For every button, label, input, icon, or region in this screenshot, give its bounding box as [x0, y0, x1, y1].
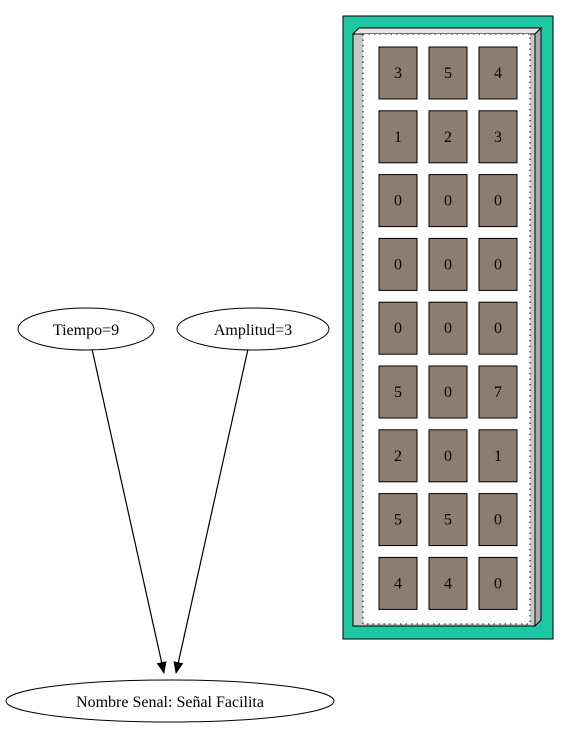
matrix-cell: 0: [478, 237, 518, 291]
matrix-cell-value: 7: [494, 384, 502, 401]
matrix-cell-box: [478, 556, 518, 610]
matrix-cells: 3 5 4 1 2 3 0 0 0 0 0 0 0 0 0 5 0 7 2 0 1 5 5 0 4 4 0: [378, 46, 518, 610]
matrix-cell-value: 5: [394, 384, 402, 401]
matrix-cell-value: 0: [444, 384, 452, 401]
node-tiempo: Tiempo=9: [17, 307, 155, 351]
matrix-cell: 0: [428, 237, 468, 291]
matrix-cell-value: 5: [444, 512, 452, 529]
matrix-cell-value: 0: [394, 320, 402, 337]
matrix-cell: 2: [428, 110, 468, 164]
matrix-cell-box: [378, 429, 418, 483]
matrix-cell: 5: [428, 493, 468, 547]
node-nombre-senal: Nombre Senal: Señal Facilita: [5, 679, 335, 723]
matrix-cell-value: 3: [494, 129, 502, 146]
edge-amplitud-to-nombre: [173, 348, 249, 674]
matrix-cell-value: 2: [394, 448, 402, 465]
matrix-cell: 0: [428, 301, 468, 355]
matrix-cell-value: 4: [394, 575, 402, 592]
matrix-node: 3 5 4 1 2 3 0 0 0 0 0 0 0 0 0 5 0 7 2 0 1 5 5 0 4 4 0: [342, 15, 554, 640]
matrix-cell-box: [428, 174, 468, 228]
matrix-cell: 3: [478, 110, 518, 164]
matrix-panel-top: [351, 27, 543, 35]
matrix-cell-value: 0: [494, 193, 502, 210]
matrix-cell-value: 1: [394, 129, 402, 146]
matrix-cell-box: [428, 46, 468, 100]
matrix-cell-value: 0: [494, 256, 502, 273]
matrix-cell-value: 0: [444, 448, 452, 465]
matrix-cell-value: 3: [394, 65, 402, 82]
matrix-cell-value: 0: [494, 512, 502, 529]
matrix-cell: 4: [428, 556, 468, 610]
matrix-cell-value: 4: [444, 575, 452, 592]
matrix-panel-side: [534, 26, 542, 628]
matrix-cell: 5: [378, 493, 418, 547]
matrix-cell: 0: [378, 174, 418, 228]
matrix-cell: 1: [478, 429, 518, 483]
matrix-cell: 0: [478, 301, 518, 355]
matrix-cell: 7: [478, 365, 518, 419]
matrix-cell: 0: [428, 365, 468, 419]
matrix-cell-box: [428, 556, 468, 610]
matrix-cell: 0: [478, 174, 518, 228]
matrix-cell-value: 0: [444, 193, 452, 210]
matrix-cell-box: [428, 365, 468, 419]
matrix-cell-box: [428, 110, 468, 164]
matrix-cell: 4: [478, 46, 518, 100]
matrix-cell-value: 0: [444, 256, 452, 273]
matrix-cell-value: 0: [494, 320, 502, 337]
edge-tiempo-to-nombre: [91, 348, 167, 674]
matrix-cell: 5: [428, 46, 468, 100]
matrix-cell-box: [428, 237, 468, 291]
matrix-cell-value: 4: [494, 65, 502, 82]
matrix-cell-box: [428, 429, 468, 483]
matrix-cell-box: [378, 365, 418, 419]
matrix-cell-box: [378, 493, 418, 547]
matrix-cell: 0: [378, 237, 418, 291]
matrix-cell-box: [378, 174, 418, 228]
matrix-cell-box: [478, 174, 518, 228]
matrix-cell-box: [378, 110, 418, 164]
matrix-cell-box: [428, 301, 468, 355]
node-amplitud-label: Amplitud=3: [214, 322, 292, 339]
matrix-cell-box: [378, 46, 418, 100]
matrix-cell-box: [478, 46, 518, 100]
node-nombre-senal-label: Nombre Senal: Señal Facilita: [76, 694, 264, 711]
matrix-cell-value: 5: [394, 512, 402, 529]
matrix-cell-value: 0: [494, 575, 502, 592]
matrix-cell-value: 0: [444, 320, 452, 337]
matrix-cell: 0: [378, 301, 418, 355]
matrix-cell: 0: [428, 429, 468, 483]
matrix-cell-box: [478, 493, 518, 547]
matrix-cell: 0: [428, 174, 468, 228]
matrix-cell: 1: [378, 110, 418, 164]
matrix-cell-box: [478, 365, 518, 419]
node-tiempo-label: Tiempo=9: [53, 322, 119, 339]
matrix-cell-value: 0: [394, 193, 402, 210]
matrix-cell-box: [478, 429, 518, 483]
matrix-cell-value: 0: [394, 256, 402, 273]
matrix-cell: 3: [378, 46, 418, 100]
matrix-cell: 4: [378, 556, 418, 610]
matrix-cell: 5: [378, 365, 418, 419]
matrix-cell-box: [478, 237, 518, 291]
matrix-cell-value: 5: [444, 65, 452, 82]
node-amplitud: Amplitud=3: [176, 307, 330, 351]
matrix-cell-box: [378, 237, 418, 291]
matrix-cell-value: 1: [494, 448, 502, 465]
matrix-cell-box: [428, 493, 468, 547]
matrix-cell-value: 2: [444, 129, 452, 146]
matrix-cell: 0: [478, 556, 518, 610]
matrix-cell: 2: [378, 429, 418, 483]
matrix-cell-box: [478, 301, 518, 355]
matrix-cell-box: [478, 110, 518, 164]
matrix-cell: 0: [478, 493, 518, 547]
matrix-cell-box: [378, 301, 418, 355]
matrix-cell-box: [378, 556, 418, 610]
